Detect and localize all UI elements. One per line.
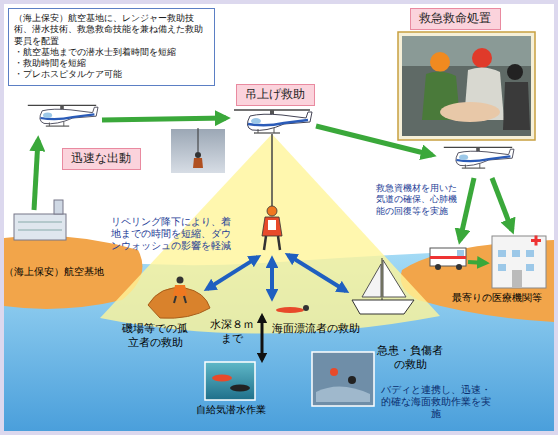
annotation: リペリング降下により、着地までの時間を短縮、ダウンウォッシュの影響を軽減 [110, 216, 232, 252]
annotation: 救急資機材を用いた気道の確保、心肺機能の回復等を実施 [376, 183, 460, 217]
helicopter [444, 147, 514, 168]
diving-photo [205, 362, 255, 400]
box-text: 迅速な出動 [71, 151, 132, 167]
stranded-person [173, 277, 187, 304]
rescue-arrows [207, 255, 346, 298]
annotation: 水深８ｍまで [208, 318, 256, 346]
annotation: 磯場等での孤立者の救助 [118, 322, 192, 350]
annotation: 自給気潜水作業 [196, 404, 286, 417]
first-aid-photo [398, 32, 535, 140]
annotation: 海面漂流者の救助 [272, 322, 372, 336]
annotation: バディと連携し、迅速・的確な海面救助作業を実施 [380, 384, 492, 420]
hospital [492, 236, 546, 289]
bullet-text: ・プレホスピタルケア可能 [14, 69, 209, 80]
ambulance [430, 248, 466, 270]
annotation: （海上保安）航空基地 [4, 266, 116, 279]
light-cone [100, 134, 440, 334]
box-text: 吊上げ救助 [245, 87, 306, 103]
rescuer-hoist [262, 134, 282, 250]
depth-arrow [261, 316, 264, 360]
bullet-text: ・救助時間を短縮 [14, 58, 209, 69]
heading-tag: 迅速な出動 [62, 148, 141, 170]
hoist-photo [170, 128, 226, 174]
air-base-building [14, 200, 66, 240]
sky-ground [4, 4, 554, 431]
heading-tag: 救急救命処置 [410, 8, 501, 30]
annotation: 急患・負傷者の救助 [374, 344, 446, 372]
annotation: 最寄りの医療機関等 [452, 292, 552, 305]
swimmer [276, 305, 309, 313]
bullet-text: ・航空基地までの潜水士到着時間を短縮 [14, 47, 209, 58]
sail-boat [352, 258, 414, 314]
box-text: （海上保安）航空基地に、レンジャー救助技術、潜水技術、救急救命技能を兼ね備えた救… [14, 13, 209, 47]
box-text: 救急救命処置 [419, 11, 492, 27]
helicopter [28, 105, 98, 126]
heading-tag: 吊上げ救助 [236, 84, 315, 106]
info-box: （海上保安）航空基地に、レンジャー救助技術、潜水技術、救急救命技能を兼ね備えた救… [8, 8, 215, 86]
helicopter [234, 110, 312, 133]
sea-rescue-photo [312, 352, 374, 406]
